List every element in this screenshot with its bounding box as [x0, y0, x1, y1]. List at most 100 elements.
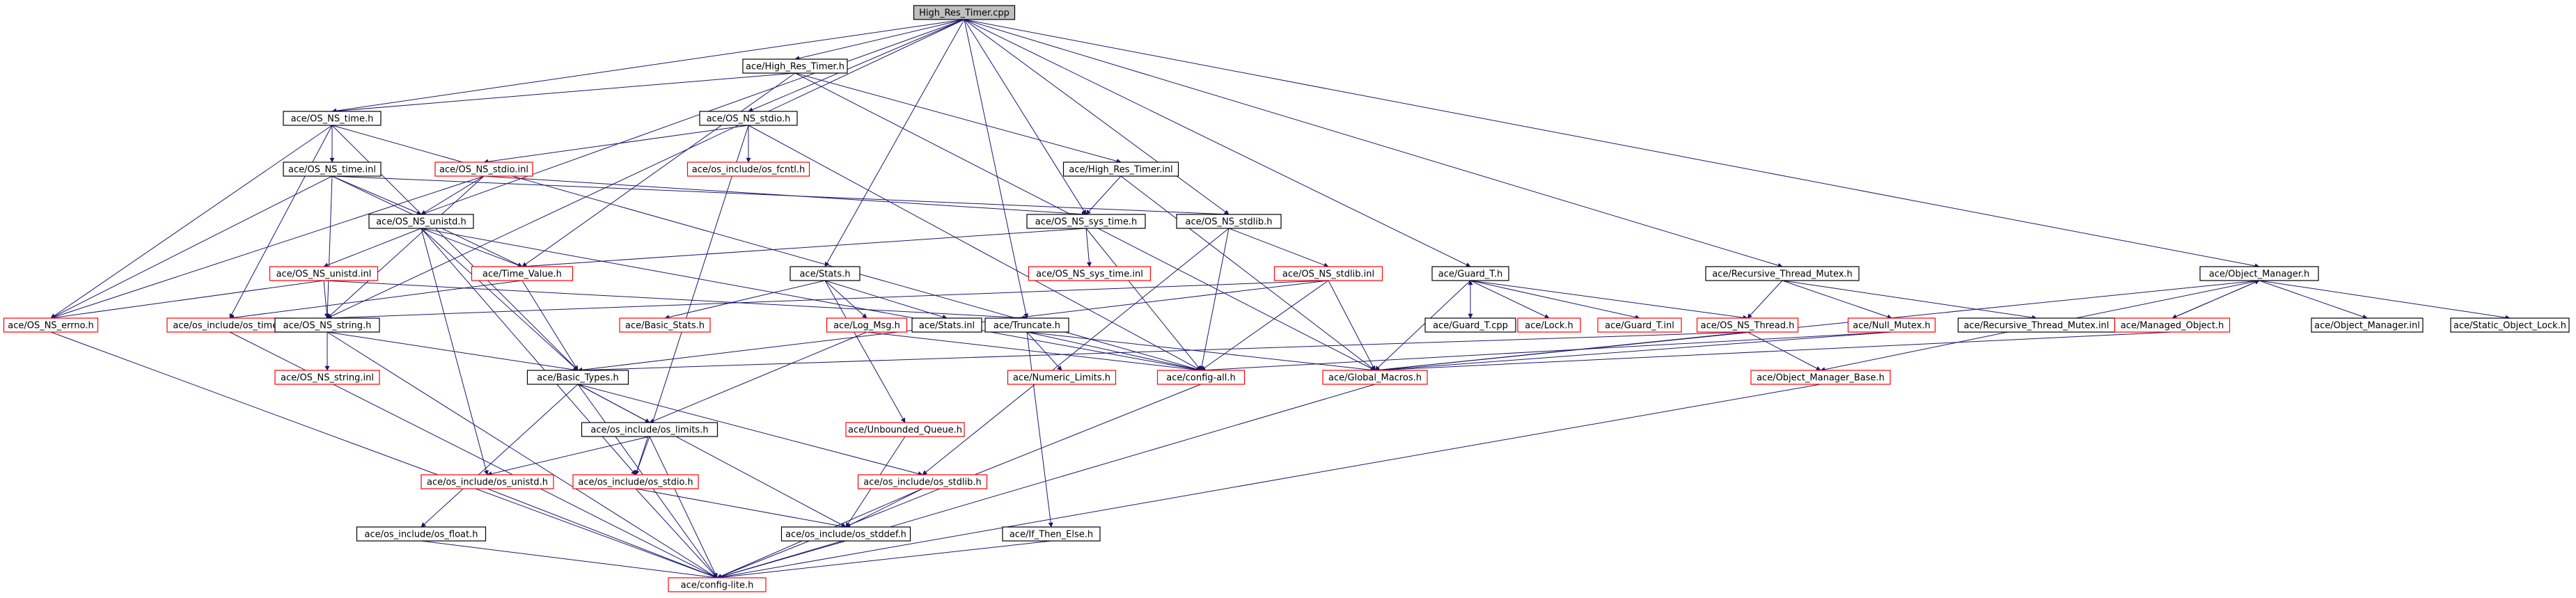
- node-label: ace/OS_NS_unistd.inl: [276, 269, 372, 280]
- edge-ns_time_h-to-os_time: [229, 125, 333, 319]
- graph-node-guard-t-cpp[interactable]: ace/Guard_T.cpp: [1424, 317, 1516, 333]
- edge-guard_t_h-to-guard_t_inl: [1470, 280, 1640, 320]
- graph-node-lock-h[interactable]: ace/Lock.h: [1517, 317, 1581, 333]
- node-box: [274, 370, 380, 385]
- node-label: ace/Guard_T.inl: [1605, 321, 1674, 331]
- graph-node-ns-string-inl[interactable]: ace/OS_NS_string.inl: [274, 370, 380, 385]
- node-label: ace/OS_NS_time.inl: [288, 165, 376, 175]
- graph-node-rtm-inl[interactable]: ace/Recursive_Thread_Mutex.inl: [1957, 317, 2116, 333]
- graph-node-hrt-h[interactable]: ace/High_Res_Timer.h: [742, 58, 848, 74]
- node-label: ace/High_Res_Timer.inl: [1069, 165, 1172, 175]
- graph-node-truncate-h[interactable]: ace/Truncate.h: [984, 317, 1069, 333]
- edge-basic_types-to-os_stddef: [577, 384, 847, 528]
- node-box: [572, 474, 699, 489]
- edge-ns_stdio_h-to-ns_stdio_inl: [483, 125, 749, 164]
- node-box: [2450, 317, 2570, 333]
- node-label: ace/os_include/os_stdio.h: [578, 478, 693, 488]
- node-box: [1026, 214, 1146, 229]
- edge-ns_sys_time_h-to-time_value: [521, 228, 1087, 269]
- edge-os_unistd-to-config_lite: [487, 488, 718, 579]
- graph-node-os-float[interactable]: ace/os_include/os_float.h: [356, 526, 487, 542]
- graph-node-ns-unistd-h[interactable]: ace/OS_NS_unistd.h: [368, 214, 474, 229]
- graph-node-ns-unistd-inl[interactable]: ace/OS_NS_unistd.inl: [269, 266, 379, 281]
- graph-node-os-stddef[interactable]: ace/os_include/os_stddef.h: [780, 526, 911, 542]
- graph-node-guard-t-inl[interactable]: ace/Guard_T.inl: [1597, 317, 1682, 333]
- edge-rtm_h-to-null_mutex: [1782, 280, 1892, 320]
- graph-node-root[interactable]: High_Res_Timer.cpp: [913, 5, 1016, 20]
- node-box: [3, 317, 99, 333]
- graph-node-log-msg[interactable]: ace/Log_Msg.h: [826, 317, 908, 333]
- node-box: [826, 317, 908, 333]
- edge-rtm_h-to-rtm_inl: [1782, 280, 2037, 320]
- graph-node-if-then-else[interactable]: ace/If_Then_Else.h: [1002, 526, 1101, 542]
- graph-node-om-h[interactable]: ace/Object_Manager.h: [2199, 266, 2319, 281]
- graph-node-static-obj-lock[interactable]: ace/Static_Object_Lock.h: [2450, 317, 2570, 333]
- graph-node-ns-time-inl[interactable]: ace/OS_NS_time.inl: [283, 162, 382, 177]
- graph-node-ns-stdio-h[interactable]: ace/OS_NS_stdio.h: [699, 111, 798, 126]
- graph-node-global-macros[interactable]: ace/Global_Macros.h: [1322, 370, 1428, 385]
- graph-node-basic-types[interactable]: ace/Basic_Types.h: [526, 370, 629, 385]
- node-box: [1062, 162, 1179, 177]
- node-box: [581, 422, 718, 437]
- node-label: ace/os_include/os_time.h: [173, 321, 286, 331]
- node-label: ace/OS_NS_sys_time.inl: [1036, 269, 1143, 280]
- node-box: [1696, 317, 1799, 333]
- graph-node-os-time[interactable]: ace/os_include/os_time.h: [166, 317, 293, 333]
- graph-node-os-limits[interactable]: ace/os_include/os_limits.h: [581, 422, 718, 437]
- edge-ns_unistd_inl-to-ns_errno: [50, 280, 324, 320]
- graph-node-os-unistd[interactable]: ace/os_include/os_unistd.h: [421, 474, 554, 489]
- graph-node-stats-h[interactable]: ace/Stats.h: [790, 266, 861, 281]
- graph-node-ns-errno[interactable]: ace/OS_NS_errno.h: [3, 317, 99, 333]
- edge-stats_h-to-unbounded_q: [824, 280, 906, 423]
- graph-node-os-stdio[interactable]: ace/os_include/os_stdio.h: [572, 474, 699, 489]
- graph-node-ns-time-h[interactable]: ace/OS_NS_time.h: [283, 111, 382, 126]
- graph-node-basic-stats[interactable]: ace/Basic_Stats.h: [619, 317, 711, 333]
- edge-managed_obj-to-global_macros: [1374, 331, 2173, 373]
- edge-ns_unistd_inl-to-truncate_h: [323, 280, 1028, 321]
- edge-truncate_h-to-config_all: [1026, 331, 1202, 372]
- graph-node-numeric-limits[interactable]: ace/Numeric_Limits.h: [1007, 370, 1117, 385]
- graph-node-managed-obj[interactable]: ace/Managed_Object.h: [2114, 317, 2231, 333]
- node-label: ace/OS_NS_stdlib.inl: [1282, 269, 1374, 280]
- node-box: [274, 317, 380, 333]
- graph-node-guard-t-h[interactable]: ace/Guard_T.h: [1431, 266, 1509, 281]
- node-box: [686, 162, 810, 177]
- graph-node-ns-stdio-inl[interactable]: ace/OS_NS_stdio.inl: [434, 162, 533, 177]
- graph-node-unbounded-q[interactable]: ace/Unbounded_Queue.h: [845, 422, 965, 437]
- graph-node-rtm-h[interactable]: ace/Recursive_Thread_Mutex.h: [1705, 266, 1860, 281]
- node-label: ace/Recursive_Thread_Mutex.inl: [1964, 321, 2110, 331]
- graph-node-stats-inl[interactable]: ace/Stats.inl: [911, 317, 982, 333]
- edge-ns_stdio_inl-to-ns_errno: [50, 175, 485, 320]
- node-box: [780, 526, 911, 542]
- node-label: ace/Basic_Stats.h: [625, 321, 705, 331]
- edge-root-to-ns_stdlib_h: [964, 19, 1230, 215]
- graph-node-ns-stdlib-h[interactable]: ace/OS_NS_stdlib.h: [1176, 214, 1282, 229]
- edge-stats_h-to-log_msg: [824, 280, 867, 319]
- edge-root-to-ns_string_h: [327, 19, 965, 319]
- edge-null_mutex-to-global_macros: [1374, 331, 1892, 373]
- node-label: ace/Object_Manager_Base.h: [1757, 373, 1885, 384]
- node-label: ace/OS_NS_errno.h: [8, 321, 94, 331]
- graph-node-ns-sys-time-h[interactable]: ace/OS_NS_sys_time.h: [1026, 214, 1146, 229]
- graph-node-ns-stdlib-inl[interactable]: ace/OS_NS_stdlib.inl: [1273, 266, 1383, 281]
- node-label: ace/config-all.h: [1166, 373, 1236, 384]
- edge-stats_h-to-basic_stats: [664, 280, 826, 320]
- graph-node-hrt-inl[interactable]: ace/High_Res_Timer.inl: [1062, 162, 1179, 177]
- graph-node-os-stdlib[interactable]: ace/os_include/os_stdlib.h: [857, 474, 988, 489]
- graph-node-ns-string-h[interactable]: ace/OS_NS_string.h: [274, 317, 380, 333]
- graph-node-omb-h[interactable]: ace/Object_Manager_Base.h: [1750, 370, 1891, 385]
- graph-node-ns-sys-time-inl[interactable]: ace/OS_NS_sys_time.inl: [1028, 266, 1152, 281]
- graph-node-null-mutex[interactable]: ace/Null_Mutex.h: [1847, 317, 1936, 333]
- edge-ns_stdlib_inl-to-config_all: [1200, 280, 1329, 371]
- graph-node-om-inl[interactable]: ace/Object_Manager.inl: [2311, 317, 2424, 333]
- node-label: ace/Null_Mutex.h: [1853, 321, 1931, 331]
- graph-node-config-all[interactable]: ace/config-all.h: [1156, 370, 1246, 385]
- edge-truncate_h-to-numeric_limits: [1026, 331, 1062, 371]
- node-label: ace/Guard_T.cpp: [1433, 321, 1508, 331]
- graph-node-os-fcntl[interactable]: ace/os_include/os_fcntl.h: [686, 162, 810, 177]
- graph-node-time-value[interactable]: ace/Time_Value.h: [471, 266, 574, 281]
- graph-node-ns-thread[interactable]: ace/OS_NS_Thread.h: [1696, 317, 1799, 333]
- node-box: [283, 111, 382, 126]
- graph-node-config-lite[interactable]: ace/config-lite.h: [668, 577, 767, 592]
- edge-os_limits-to-os_unistd: [487, 436, 650, 476]
